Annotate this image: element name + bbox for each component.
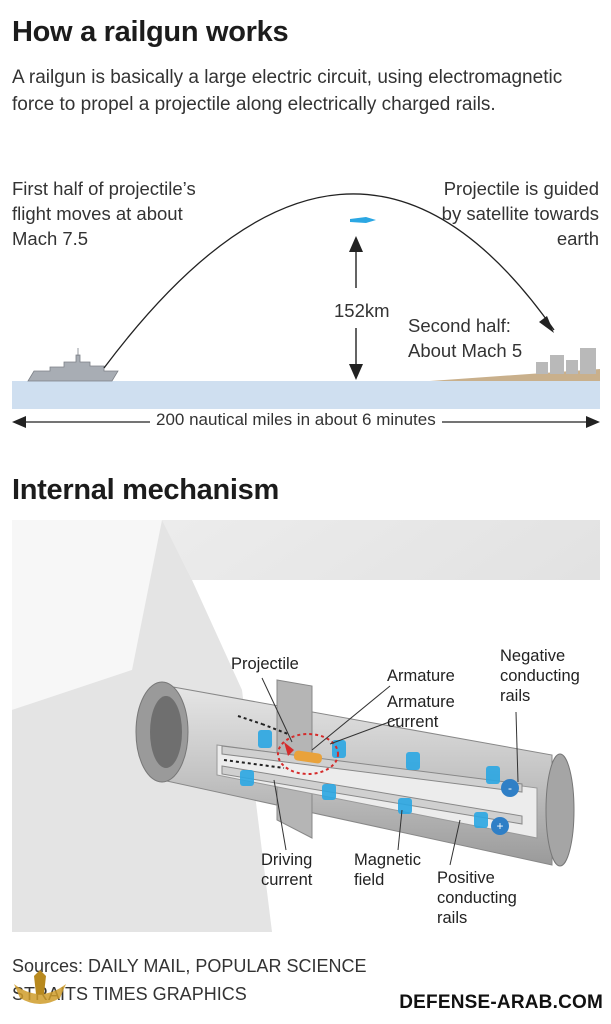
altitude-label: 152km [334,300,390,321]
impact-arrowhead [539,316,554,333]
armature-current-loop [277,733,339,775]
forum-logo [14,970,66,1004]
svg-text:+: + [496,819,503,833]
positive-rail [221,765,523,825]
projectile-armature [284,742,323,764]
armature-label: Armature [387,667,455,685]
positive-rails-label: Positive conducting rails [437,869,517,927]
sea [12,381,600,409]
muzzle-end [545,753,575,867]
railgun-illustration: - + [12,520,600,932]
watermark: DEFENSE-ARAB.COM [399,992,603,1013]
trajectory-arc [103,193,555,369]
driving-current-path [223,715,289,769]
intro-text: A railgun is basically a large electric … [12,67,563,115]
svg-text:-: - [508,781,512,795]
distance-label: 200 nautical miles in about 6 minutes [150,410,442,430]
magnetic-field-label: Magnetic field [354,851,421,889]
page-title: How a railgun works [12,16,289,48]
negative-terminal-icon: - [501,779,519,797]
callout-leaders [261,677,519,866]
mechanism-illustration: - + Projectile Armature Armature current… [12,520,600,932]
negative-rails-label: Negative conducting rails [500,647,580,705]
driving-current-label: Driving current [261,851,313,889]
guidance-note: Projectile is guided by satellite toward… [441,178,599,249]
positive-terminal-icon: + [491,817,509,835]
credit-text: STRAITS TIMES GRAPHICS [12,984,247,1004]
projectile-label: Projectile [231,655,299,673]
city-buildings [536,348,596,374]
first-half-note: First half of projectile’s flight moves … [12,178,196,249]
housing-block [12,520,192,710]
sources-text: Sources: DAILY MAIL, POPULAR SCIENCE [12,956,367,976]
second-half-note: Second half: About Mach 5 [408,315,523,361]
mechanism-heading: Internal mechanism [12,474,279,506]
projectile-icon [350,217,376,223]
armature-current-label: Armature current [387,693,455,731]
ship-icon [27,348,119,382]
magnetic-field-bands [240,730,500,828]
altitude-arrow [349,236,363,380]
